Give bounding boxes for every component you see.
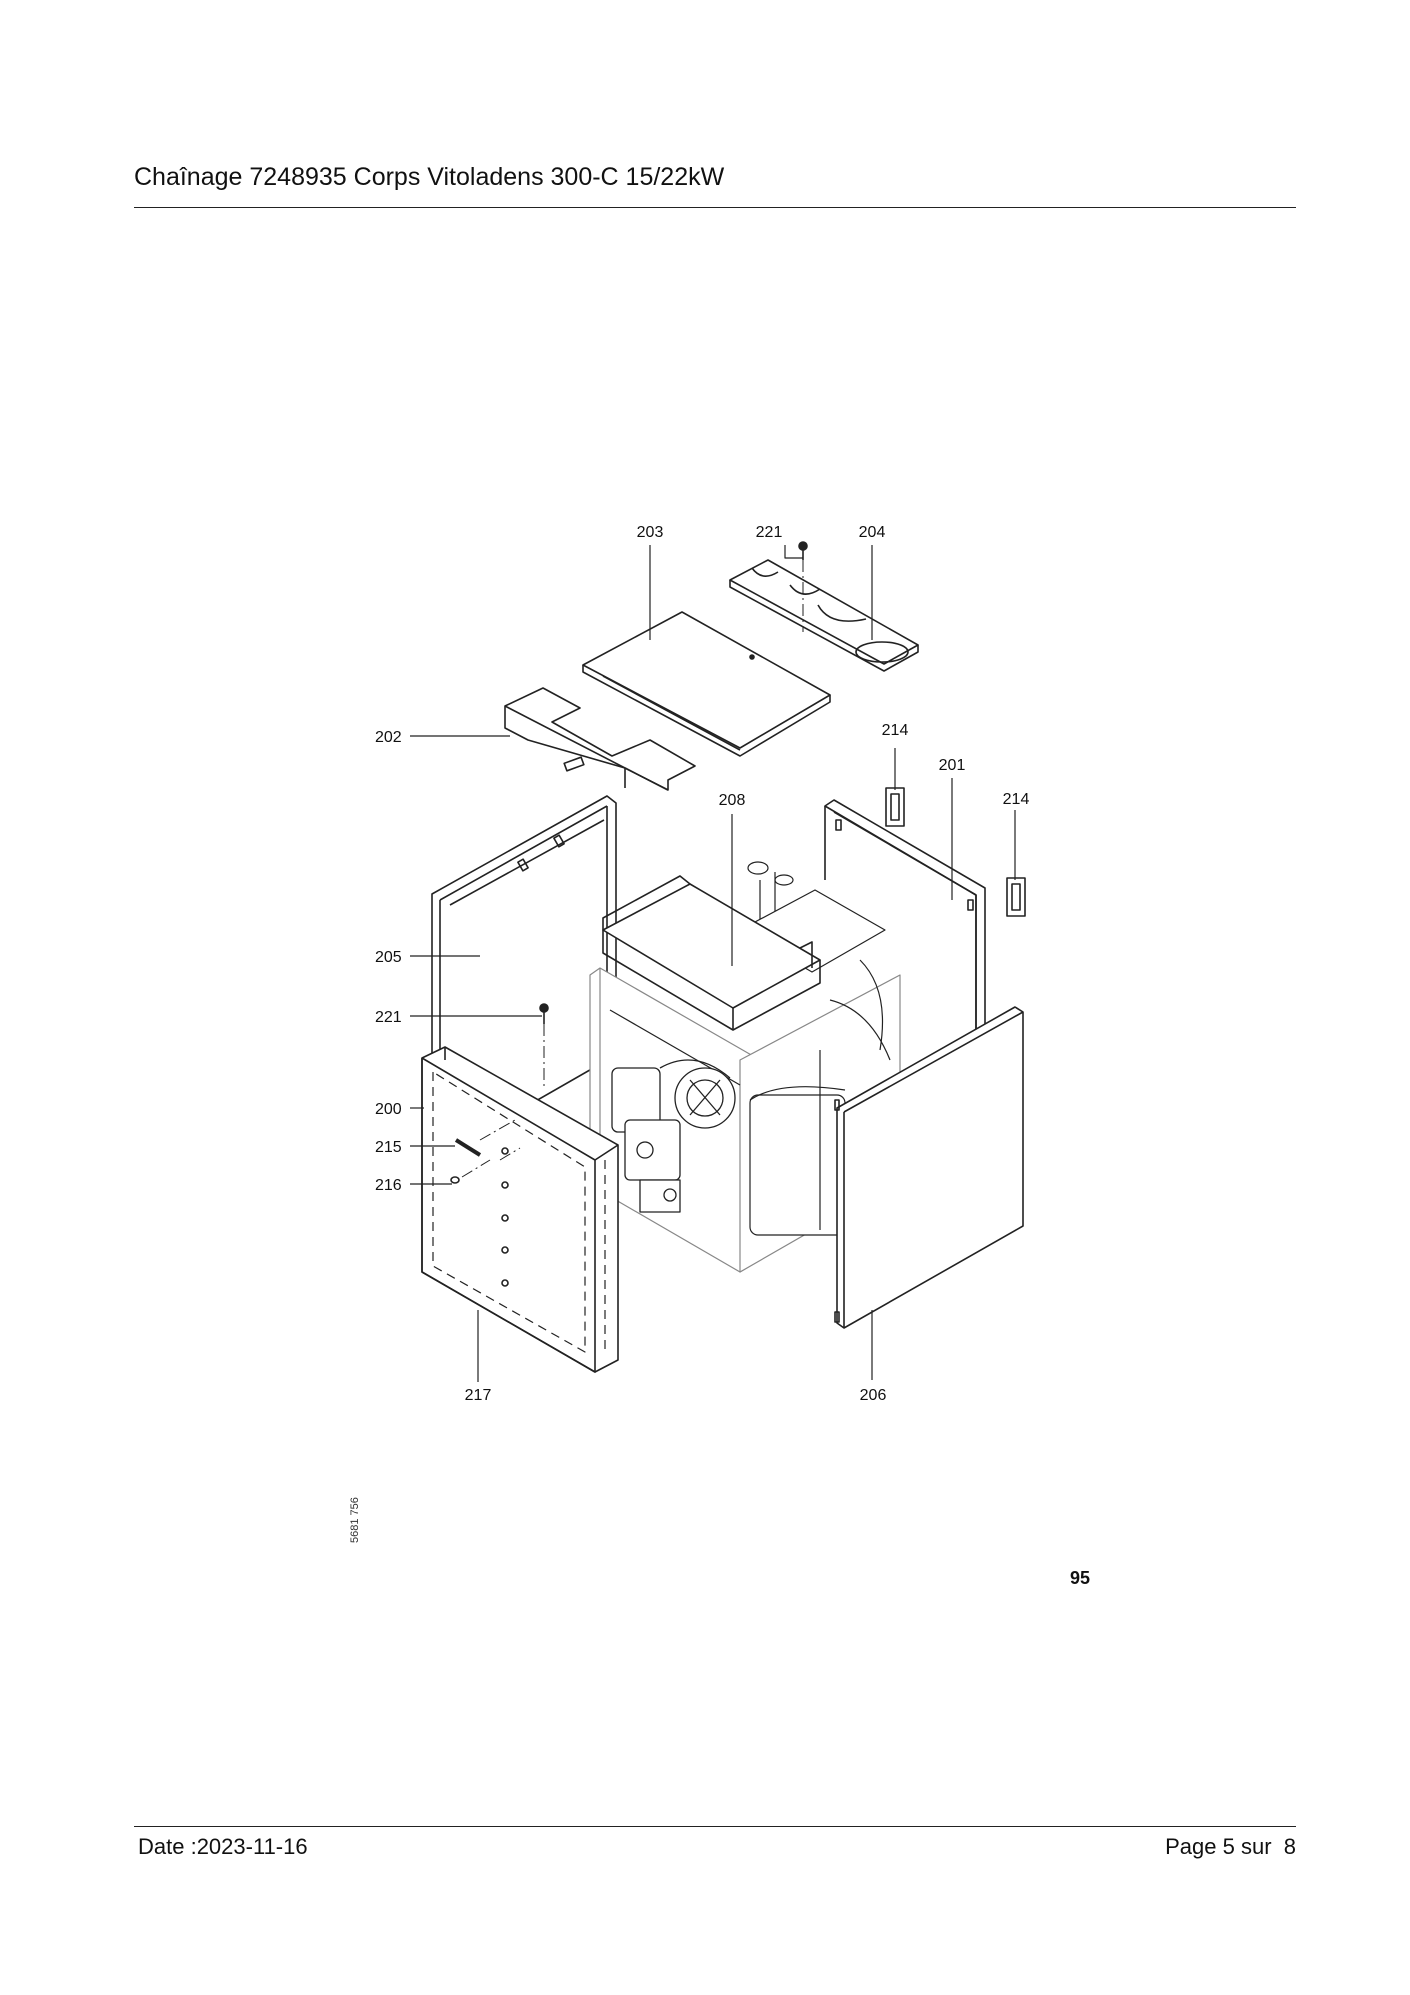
footer-page-indicator: Page 5 sur 8 [1165,1834,1296,1859]
leader-lines [410,545,1016,1382]
front-door [421,1046,619,1373]
callout-205: 205 [375,949,402,966]
callout-202: 202 [375,729,402,746]
callout-206: 206 [860,1387,887,1404]
callout-215: 215 [375,1139,402,1156]
callout-216: 216 [375,1177,402,1194]
front-top-rail [504,687,696,791]
callout-201: 201 [939,757,966,774]
drawing-number: 5681 756 [349,1497,361,1543]
callout-221-left: 221 [375,1009,402,1026]
right-side-panel [834,1006,1024,1329]
document-title: Chaînage 7248935 Corps Vitoladens 300-C … [134,163,725,191]
inner-tray [602,875,821,1031]
callout-203: 203 [637,524,664,541]
top-cover-plate [582,611,831,757]
callout-200: 200 [375,1101,402,1118]
screw-221-top [798,541,808,560]
callout-208: 208 [719,792,746,809]
screw-221-left [539,1003,549,1024]
clip-214-lower [1006,877,1026,917]
burner-fan-assembly [611,1059,736,1213]
callout-214-upper: 214 [882,722,909,739]
assembly-guides [461,560,804,1178]
callout-217: 217 [465,1387,492,1404]
header-rule [134,207,1296,208]
callout-204: 204 [859,524,886,541]
footer-rule [134,1826,1296,1827]
clip-214-upper [885,787,905,827]
rear-top-plate [729,559,919,672]
callout-214-lower: 214 [1003,791,1030,808]
callout-221-top: 221 [756,524,783,541]
footer-date: Date :2023-11-16 [138,1834,308,1859]
plug-216 [450,1176,460,1184]
diagram-page-number: 95 [1070,1568,1090,1588]
